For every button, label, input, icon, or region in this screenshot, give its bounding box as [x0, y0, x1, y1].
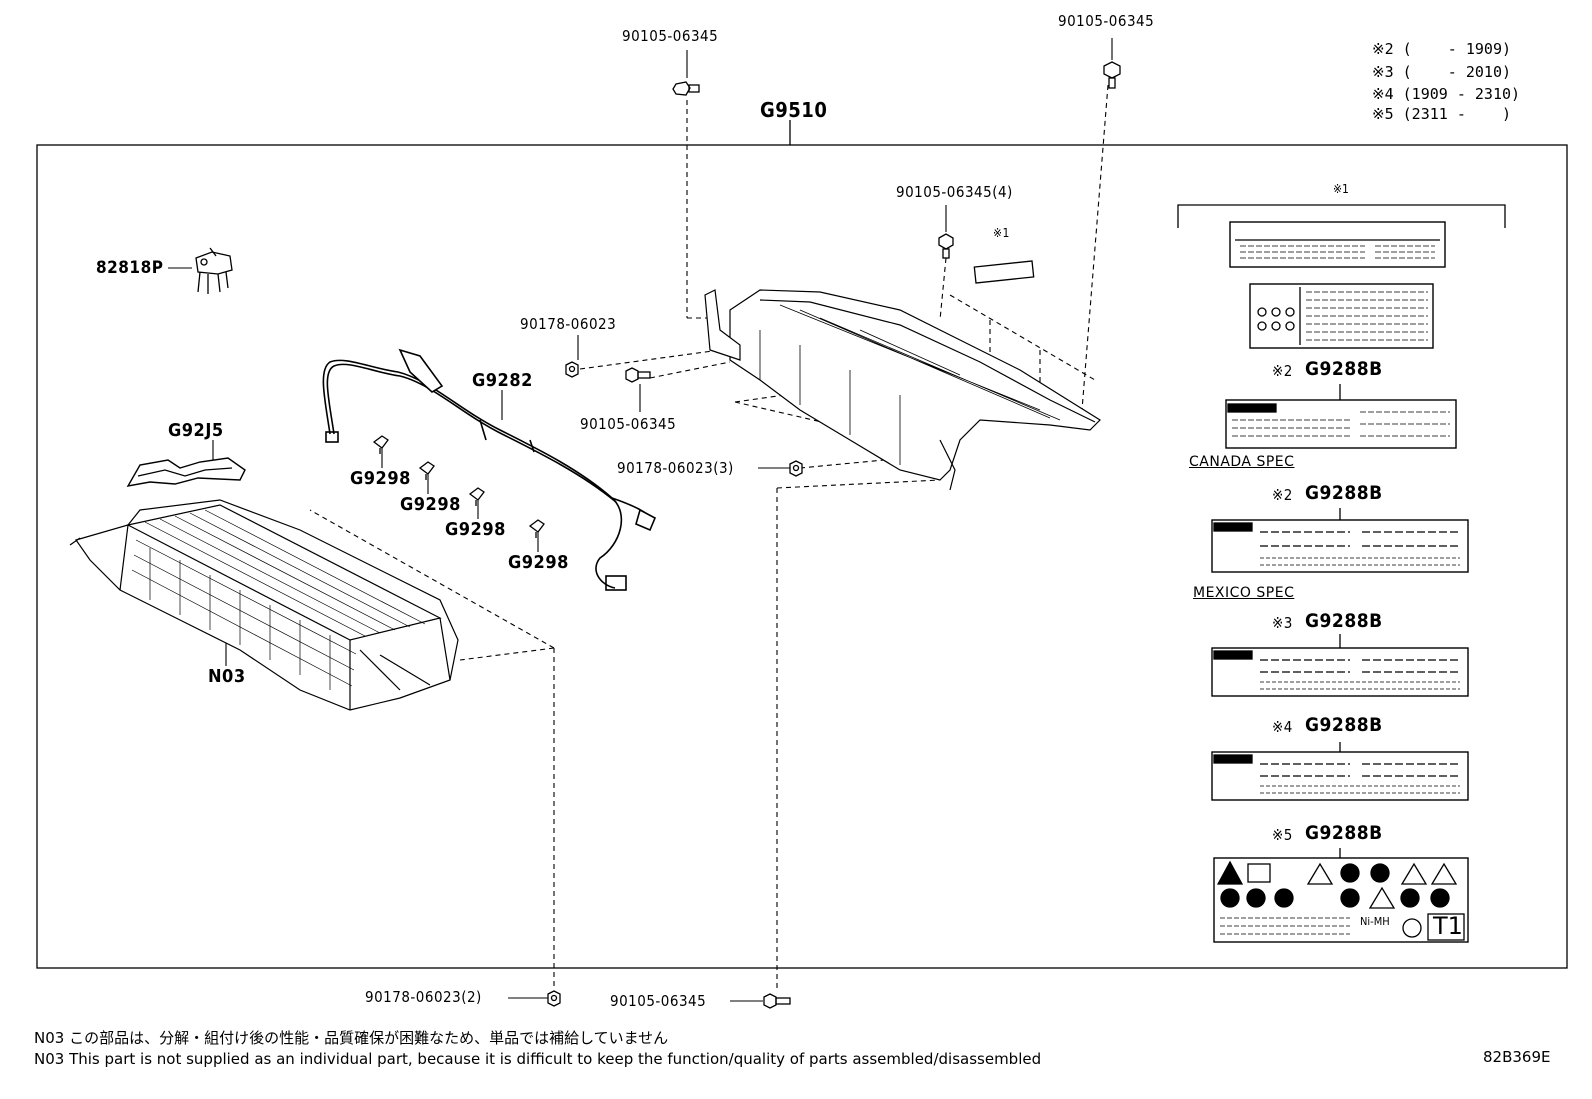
legend-row-1: ※2 ( - 1909) — [1372, 40, 1511, 58]
g2-part[interactable]: G9288B — [1305, 482, 1383, 504]
panel-bracket — [1177, 204, 1506, 228]
label-clip-3[interactable]: G9298 — [445, 519, 506, 540]
diagram-code: 82B369E — [1483, 1048, 1551, 1066]
g1-part[interactable]: G9288B — [1305, 358, 1383, 380]
label-note-mark-cover: ※1 — [993, 226, 1010, 240]
cover-G9510 — [704, 289, 1101, 491]
caution-label-1 — [1229, 221, 1446, 268]
bolt-top-left — [672, 81, 700, 96]
g3-part[interactable]: G9288B — [1305, 610, 1383, 632]
bracket-G92J5 — [126, 457, 246, 487]
caution-label-3 — [1225, 384, 1457, 449]
assembly-frame — [36, 144, 1568, 969]
label-nut-x2-bottom[interactable]: 90178-06023(2) — [365, 988, 482, 1006]
bolt-x4 — [938, 233, 954, 259]
bolt-mid — [625, 367, 651, 383]
clip-4 — [528, 519, 545, 538]
nut-mid — [565, 361, 579, 378]
dashed-leaders — [309, 84, 1109, 992]
caution-label-4 — [1211, 508, 1469, 573]
clamp-82818P — [195, 247, 233, 294]
label-bolt-mid[interactable]: 90105-06345 — [580, 415, 677, 433]
label-bolt-bottom[interactable]: 90105-06345 — [610, 992, 707, 1010]
caution-label-2 — [1249, 283, 1434, 349]
label-battery-module[interactable]: N03 — [208, 666, 246, 687]
label-clip-4[interactable]: G9298 — [508, 552, 569, 573]
bolt-top-right — [1103, 61, 1121, 89]
note-english: N03 This part is not supplied as an indi… — [34, 1050, 1042, 1068]
battery-module-N03 — [69, 499, 459, 711]
caution-label-5 — [1211, 634, 1469, 697]
label-bolt-x4[interactable]: 90105-06345(4) — [896, 183, 1013, 201]
ni-mh-text: Ni-MH — [1360, 915, 1390, 928]
g4-mark: ※4 — [1272, 718, 1293, 736]
caution-label-7 — [1213, 848, 1469, 943]
panel-bracket-mark: ※1 — [1333, 182, 1349, 196]
legend-row-2: ※3 ( - 2010) — [1372, 63, 1511, 81]
sticker-note-1 — [973, 260, 1035, 284]
g5-part[interactable]: G9288B — [1305, 822, 1383, 844]
label-clamp[interactable]: 82818P — [96, 258, 164, 278]
clip-2 — [418, 461, 435, 480]
mexico-spec: MEXICO SPEC — [1193, 585, 1295, 601]
clip-1 — [372, 435, 389, 454]
legend-row-4: ※5 (2311 - ) — [1372, 105, 1511, 123]
clip-3 — [468, 487, 485, 506]
g1-mark: ※2 — [1272, 362, 1293, 380]
wire-harness-G9282 — [322, 348, 657, 591]
label-clip-1[interactable]: G9298 — [350, 468, 411, 489]
caution-label-6 — [1211, 742, 1469, 801]
label-bracket[interactable]: G92J5 — [168, 420, 224, 441]
label-nut-mid[interactable]: 90178-06023 — [520, 315, 617, 333]
g4-part[interactable]: G9288B — [1305, 714, 1383, 736]
canada-spec: CANADA SPEC — [1189, 454, 1295, 470]
label-bolt-top-right[interactable]: 90105-06345 — [1058, 12, 1155, 30]
label-nut-x3[interactable]: 90178-06023(3) — [617, 459, 734, 477]
legend-row-3: ※4 (1909 - 2310) — [1372, 85, 1521, 103]
g5-mark: ※5 — [1272, 826, 1293, 844]
nut-x3 — [789, 460, 803, 477]
nut-x2-bottom — [547, 990, 561, 1007]
label-wire-harness[interactable]: G9282 — [472, 370, 533, 391]
label-clip-2[interactable]: G9298 — [400, 494, 461, 515]
note-japanese: N03 この部品は、分解・組付け後の性能・品質確保が困難なため、単品では補給して… — [34, 1029, 669, 1047]
label-bolt-top-left[interactable]: 90105-06345 — [622, 27, 719, 45]
bolt-bottom — [763, 993, 791, 1009]
t1-text: T1 — [1433, 912, 1463, 940]
g2-mark: ※2 — [1272, 486, 1293, 504]
g3-mark: ※3 — [1272, 614, 1293, 632]
label-assembly[interactable]: G9510 — [760, 98, 828, 122]
